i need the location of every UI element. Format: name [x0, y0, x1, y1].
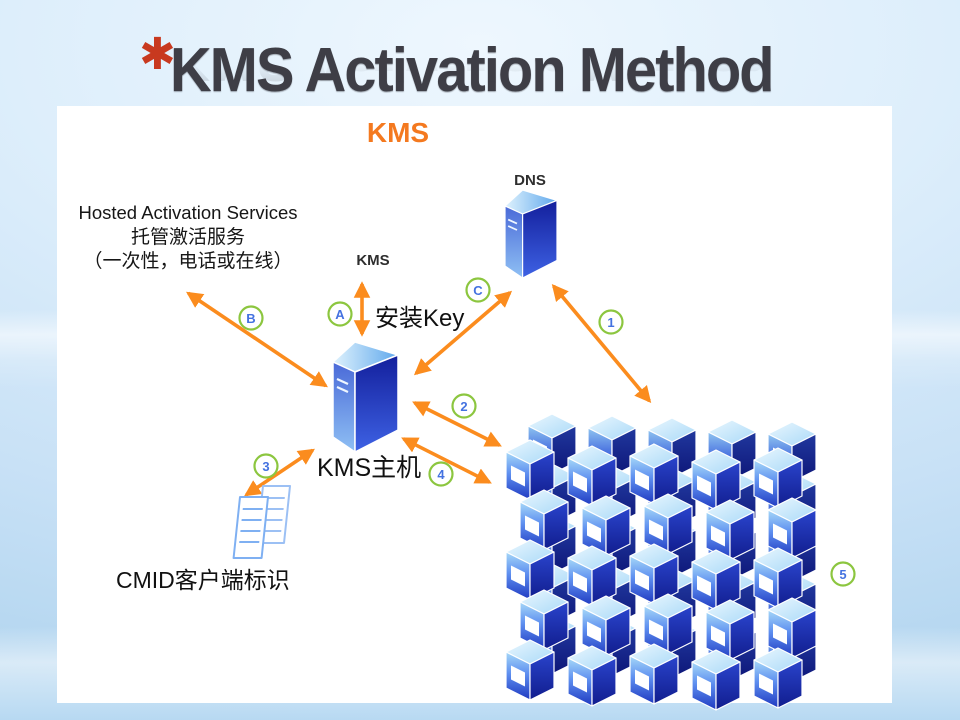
- dns-server-label: DNS: [514, 172, 546, 189]
- step-badge-c: C: [465, 277, 491, 303]
- client-cube: [691, 649, 741, 711]
- page-title-reflection: KMS Activation Method: [170, 24, 773, 93]
- client-grid: [505, 413, 817, 711]
- client-cube: [567, 645, 617, 707]
- client-cube: [705, 499, 755, 561]
- arrow-3: [244, 448, 315, 497]
- step-badge-label: 1: [607, 315, 614, 330]
- client-cube: [767, 597, 817, 659]
- client-cube: [767, 497, 817, 559]
- step-badge-5: 5: [830, 561, 856, 587]
- diagram-header-kms: KMS: [366, 117, 430, 148]
- client-cube: [505, 439, 555, 501]
- client-cube: [629, 443, 679, 505]
- step-badge-3: 3: [253, 453, 279, 479]
- hosted-activation-services-label: Hosted Activation Services 托管激活服务 （一次性，电…: [60, 201, 316, 275]
- client-cube: [753, 647, 803, 709]
- document-pages-icon: [232, 485, 292, 559]
- step-badge-label: 5: [839, 567, 846, 582]
- arrow-c: [413, 290, 513, 376]
- step-badge-1: 1: [598, 309, 624, 335]
- client-cube: [505, 639, 555, 701]
- step-badge-b: B: [238, 305, 264, 331]
- step-badge-2: 2: [451, 393, 477, 419]
- step-badge-label: C: [473, 283, 483, 298]
- client-cube: [691, 449, 741, 511]
- page-title: KMS Activation Method: [170, 36, 775, 105]
- client-cube: [643, 593, 693, 655]
- step-badge-label: A: [335, 307, 345, 322]
- arrow-1: [551, 283, 652, 404]
- step-badge-label: 2: [460, 399, 467, 414]
- hosted-line-note: （一次性，电话或在线）: [83, 251, 293, 272]
- client-cube: [753, 547, 803, 609]
- step-badge-a: A: [327, 301, 353, 327]
- cmid-client-id-label: CMID客户端标识: [116, 567, 290, 593]
- arrow-4: [401, 437, 492, 484]
- client-cube: [505, 539, 555, 601]
- client-cube: [567, 445, 617, 507]
- client-cube: [581, 595, 631, 657]
- client-cube: [707, 419, 757, 481]
- client-cube: [519, 489, 569, 551]
- slide-bullet-icon: ✱: [139, 30, 176, 79]
- client-cube: [705, 599, 755, 661]
- kms-host-server-icon: [332, 341, 399, 453]
- client-cube: [753, 447, 803, 509]
- step-badge-label: 3: [262, 459, 269, 474]
- arrow-b: [186, 291, 328, 388]
- client-cube: [519, 589, 569, 651]
- client-cube: [629, 543, 679, 605]
- client-cube: [629, 643, 679, 705]
- dns-server-icon: [504, 189, 558, 279]
- kms-service-label: KMS: [356, 252, 390, 269]
- hosted-line-cn: 托管激活服务: [130, 226, 245, 248]
- kms-host-label: KMS主机: [317, 454, 422, 482]
- client-cube: [691, 549, 741, 611]
- step-badge-4: 4: [428, 461, 454, 487]
- client-cube: [567, 545, 617, 607]
- step-badge-label: 4: [437, 467, 445, 482]
- install-key-label: 安装Key: [375, 305, 465, 332]
- client-cube: [581, 495, 631, 557]
- step-badge-label: B: [246, 311, 255, 326]
- hosted-line-en: Hosted Activation Services: [78, 202, 298, 223]
